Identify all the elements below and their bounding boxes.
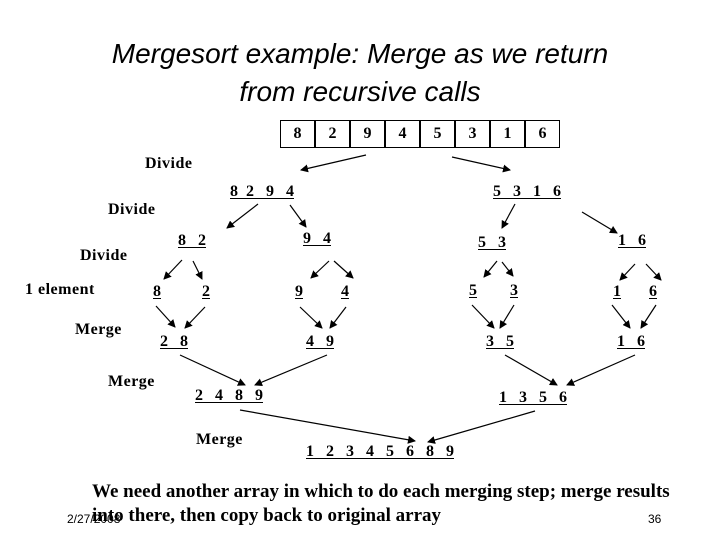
merged-pair-a: 2 8 [160, 333, 188, 350]
arrow-divide-r1a [501, 203, 516, 229]
arrow-merge-left-half [239, 409, 416, 444]
node-level2-b: 9 4 [303, 230, 331, 247]
node-level1-right: 5 3 1 6 [493, 183, 561, 200]
arrow-divide-l1b [289, 204, 307, 228]
merged-pair-d: 1 6 [617, 333, 645, 350]
arrow-divide-r1b [581, 211, 618, 234]
footer-page-number: 36 [648, 512, 662, 526]
label-merge-1: Merge [75, 321, 122, 338]
arrow-split-3 [501, 261, 514, 277]
element-5: 5 [469, 282, 477, 299]
arrow-merge-8 [155, 305, 176, 328]
label-merge-2: Merge [108, 373, 155, 390]
element-4: 4 [341, 283, 349, 300]
arrow-merge-2 [184, 306, 206, 329]
arrow-divide-right [451, 156, 511, 173]
arrow-split-5 [483, 260, 498, 278]
arrow-divide-left [300, 154, 367, 173]
merged-pair-c: 3 5 [486, 333, 514, 350]
arrow-merge-1 [611, 304, 631, 329]
element-2: 2 [202, 283, 210, 300]
array-cell-1: 2 [315, 120, 350, 148]
array-cell-2: 9 [350, 120, 385, 148]
arrow-split-9 [310, 260, 330, 279]
node-level1-left: 8 2 9 4 [230, 183, 294, 200]
arrow-merge-16 [566, 354, 636, 386]
arrow-merge-28 [179, 354, 246, 386]
array-cell-3: 4 [385, 120, 420, 148]
arrow-merge-35 [504, 354, 558, 386]
arrow-merge-3 [499, 304, 515, 329]
slide-title-line-2: from recursive calls [239, 76, 481, 107]
merged-half-right: 1 3 5 6 [499, 389, 567, 406]
label-divide-3: Divide [80, 247, 128, 264]
arrow-split-6 [645, 263, 662, 281]
arrow-split-1 [619, 263, 636, 281]
footer-date: 2/27/2008 [67, 512, 121, 526]
label-divide-1: Divide [145, 155, 193, 172]
node-level2-d: 1 6 [618, 232, 646, 249]
arrow-merge-5 [471, 304, 495, 329]
node-level2-c: 5 3 [478, 234, 506, 251]
slide-title-line-1: Mergesort example: Merge as we return [111, 38, 609, 69]
explanation-note: We need another array in which to do eac… [92, 481, 670, 526]
arrow-merge-4 [329, 306, 347, 329]
arrow-split-2 [192, 260, 203, 280]
array-cell-0: 8 [280, 120, 315, 148]
arrow-split-8 [163, 259, 183, 280]
element-1: 1 [613, 283, 621, 300]
merged-half-left: 2 4 8 9 [195, 387, 263, 404]
arrow-merge-49 [254, 354, 328, 386]
array-cell-5: 3 [455, 120, 490, 148]
arrow-split-4 [333, 260, 354, 279]
array-cell-7: 6 [525, 120, 560, 148]
element-8: 8 [153, 283, 161, 300]
label-merge-3: Merge [196, 431, 243, 448]
element-9: 9 [295, 283, 303, 300]
arrow-merge-9 [299, 306, 323, 329]
arrow-merge-right-half [427, 410, 536, 444]
element-3: 3 [510, 282, 518, 299]
arrow-divide-l1a [226, 203, 259, 229]
array-cell-6: 1 [490, 120, 525, 148]
arrow-merge-6 [640, 304, 657, 329]
label-divide-2: Divide [108, 201, 156, 218]
element-6: 6 [649, 283, 657, 300]
node-level2-a: 8 2 [178, 232, 206, 249]
label-one-element: 1 element [25, 281, 95, 298]
merged-pair-b: 4 9 [306, 333, 334, 350]
merged-final: 1 2 3 4 5 6 8 9 [306, 443, 454, 460]
array-cell-4: 5 [420, 120, 455, 148]
